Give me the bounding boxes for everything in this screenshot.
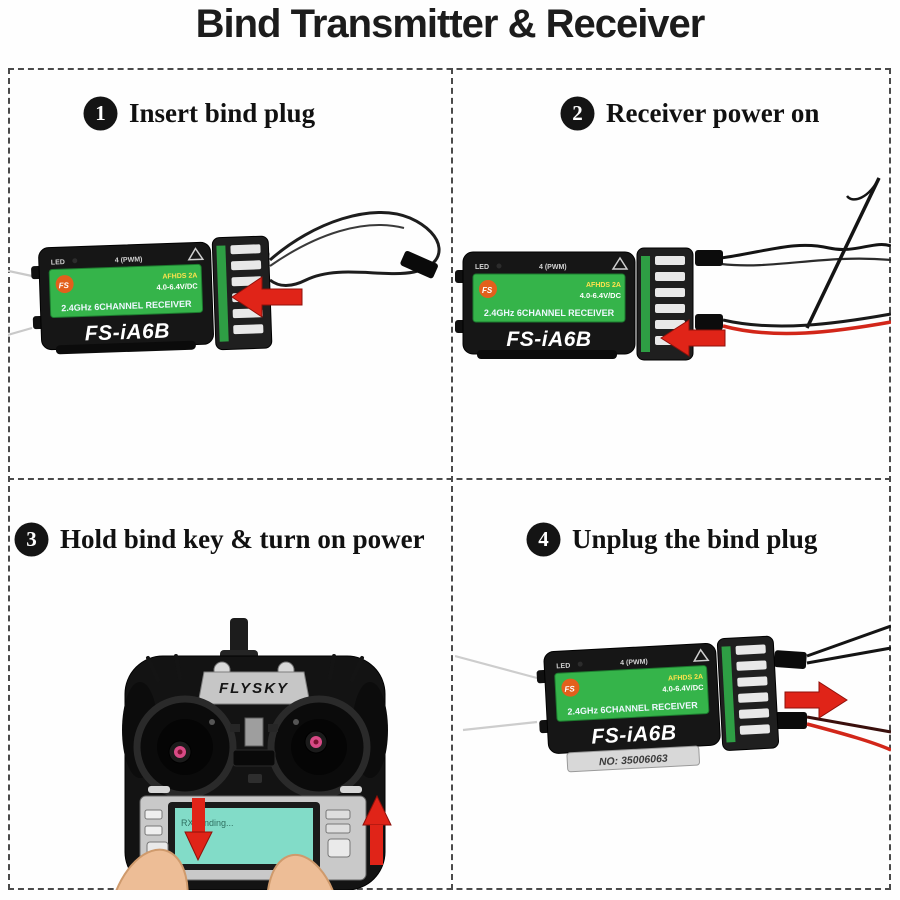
receiver-model-text: FS-iA6B [84,319,170,345]
flysky-logo-text: FS [59,281,70,290]
receiver-label-sticker [472,273,626,323]
antenna-wires [8,269,33,337]
bind-plug-body [774,650,807,669]
protocol-label: AFHDS 2A [162,272,197,280]
recycle-triangle-icon [611,256,629,270]
antenna-wires [455,654,538,732]
voltage-label: 4.0-6.4V/DC [662,683,704,694]
receiver-model-text: FS-iA6B [591,721,677,748]
receiver-unit: NO: 35006063 LED 4 (PWM) FS AFHDS 2A 4.0… [536,635,780,773]
center-controls [209,717,299,783]
led-label: LED [556,663,570,671]
protocol-label: AFHDS 2A [586,282,621,289]
page-title: Bind Transmitter & Receiver [195,2,706,46]
step-3-label: Hold bind key & turn on power [60,524,425,554]
menu-button [144,809,163,820]
right-thumb [266,853,342,890]
step-4-label: Unplug the bind plug [572,524,818,554]
receiver-model-text: FS-iA6B [506,328,591,351]
unplug-direction-arrow [784,681,848,719]
recycle-triangle-icon [187,247,205,261]
power-up-arrow [362,794,392,865]
exit-button [144,825,163,836]
lcd-screen-text: RX Binding... [181,818,234,828]
bind-key-down-arrow [184,798,213,862]
receiver-unit: LED 4 (PWM) FS AFHDS 2A 4.0-6.4V/DC 2.4G… [455,247,694,361]
flysky-logo-text: FS [482,286,493,295]
step-2-label: Receiver power on [606,98,820,128]
step-2-illustration: LED 4 (PWM) FS AFHDS 2A 4.0-6.4V/DC 2.4G… [455,177,891,361]
pwm-label: 4 (PWM) [115,256,143,264]
step-3-illustration: FLYSKY RX Binding... [107,618,392,890]
right-trim-button [340,786,362,793]
step-3-header: 3 Hold bind key & turn on power [16,524,425,555]
bind-plug-body [695,250,723,266]
toggle-switches [146,654,364,682]
bind-and-antenna-wires [695,177,891,329]
left-thumb [107,848,189,890]
step-4-header: 4 Unplug the bind plug [528,524,817,555]
pwm-label: 4 (PWM) [539,264,567,271]
down-button [325,823,351,834]
insert-direction-arrow [231,276,303,318]
serial-sticker [566,745,700,773]
bind-plug-wires [774,624,891,669]
step-1-illustration: LED 4 (PWM) FS AFHDS 2A 4.0-6.4V/DC 2.4G… [8,210,441,355]
step-4-number-badge: 4 [528,524,559,555]
pwm-label: 4 (PWM) [620,659,648,667]
power-plug [695,314,723,330]
receiver-label-sticker [554,665,710,722]
led-label: LED [51,259,65,266]
step-3-number-badge: 3 [16,524,47,555]
horizontal-divider [8,478,891,480]
step-1-number-badge: 1 [85,98,116,129]
step-4-illustration: NO: 35006063 LED 4 (PWM) FS AFHDS 2A 4.0… [455,624,891,773]
step-2-header: 2 Receiver power on [562,98,819,129]
receiver-unit: LED 4 (PWM) FS AFHDS 2A 4.0-6.4V/DC 2.4G… [31,235,273,355]
step-1-header: 1 Insert bind plug [85,98,315,129]
receiver-label-sticker [48,263,204,318]
led-label: LED [475,264,489,271]
step-2-number-badge: 2 [562,98,593,129]
bind-plug-connector [400,250,438,279]
recycle-triangle-icon [692,648,710,662]
power-plug [775,712,807,729]
step-1-label: Insert bind plug [129,98,316,128]
power-wires [695,312,891,336]
right-gimbal [267,695,371,799]
power-wires [775,712,891,752]
brand-text: FLYSKY [219,680,289,697]
power-direction-arrow [660,319,726,357]
up-button [325,809,351,820]
flysky-logo-icon [479,280,497,298]
serial-number-text: NO: 35006063 [599,753,669,769]
flysky-logo-text: FS [564,684,575,694]
flysky-logo-icon [55,275,74,294]
voltage-label: 4.0-6.4V/DC [580,291,622,300]
protocol-label: AFHDS 2A [668,674,703,683]
left-trim-button [148,786,170,793]
channel-label: 2.4GHz 6CHANNEL RECEIVER [484,308,615,318]
power-switch [327,838,351,858]
flysky-logo-icon [561,678,580,697]
channel-label: 2.4GHz 6CHANNEL RECEIVER [61,299,192,314]
voltage-label: 4.0-6.4V/DC [156,281,198,291]
left-gimbal [133,695,237,799]
